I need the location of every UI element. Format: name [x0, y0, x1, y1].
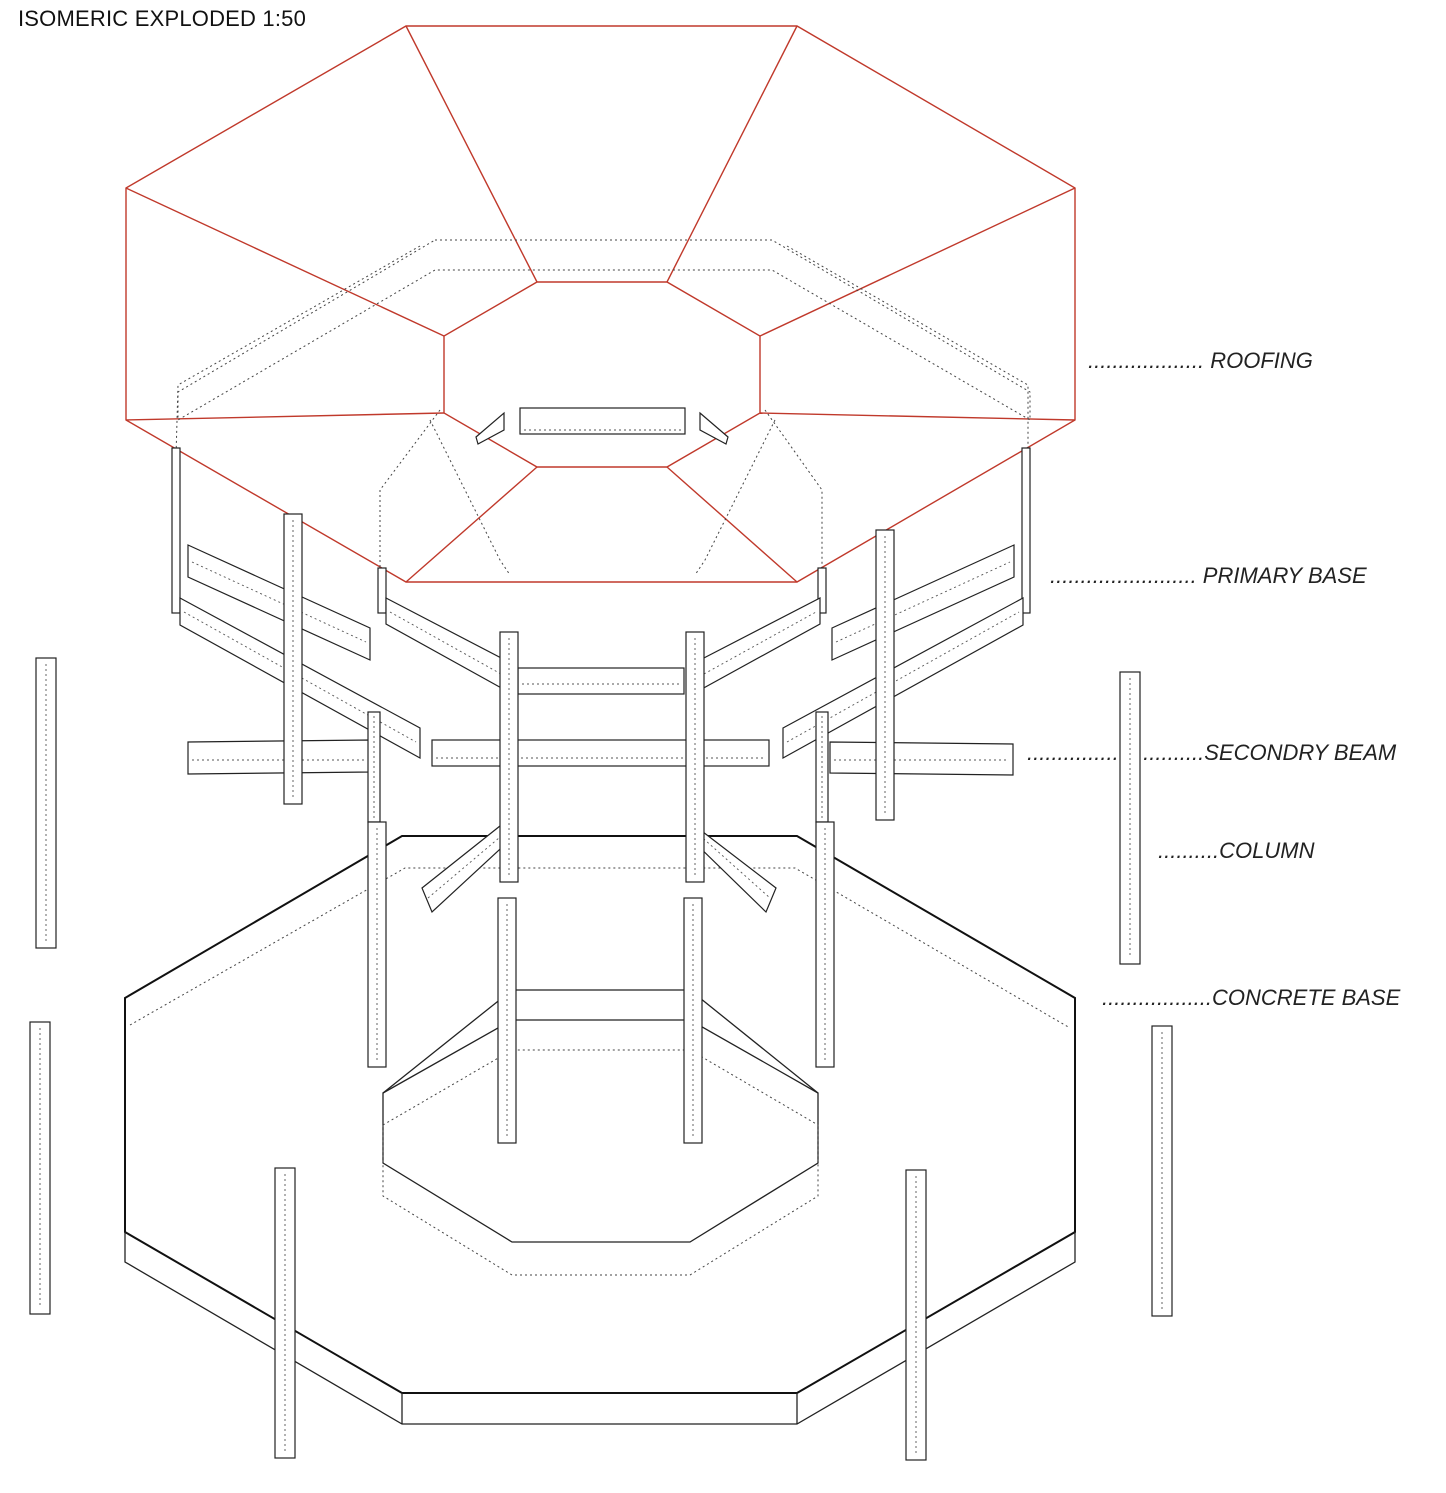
- label-column: ..........COLUMN: [1158, 838, 1315, 863]
- drawing-title: ISOMERIC EXPLODED 1:50: [18, 6, 307, 31]
- label-roofing: ................... ROOFING: [1088, 348, 1313, 373]
- roofing: [125, 25, 1076, 583]
- secondary-beams: [179, 544, 1024, 914]
- label-secondary-beam: .............................SECONDRY BE…: [1027, 740, 1397, 765]
- label-primary-base: ........................ PRIMARY BASE: [1050, 563, 1367, 588]
- label-concrete-base: ..................CONCRETE BASE: [1102, 985, 1401, 1010]
- primary-base: [171, 239, 1031, 614]
- concrete-base: [124, 835, 1076, 1425]
- columns: [29, 513, 1173, 1461]
